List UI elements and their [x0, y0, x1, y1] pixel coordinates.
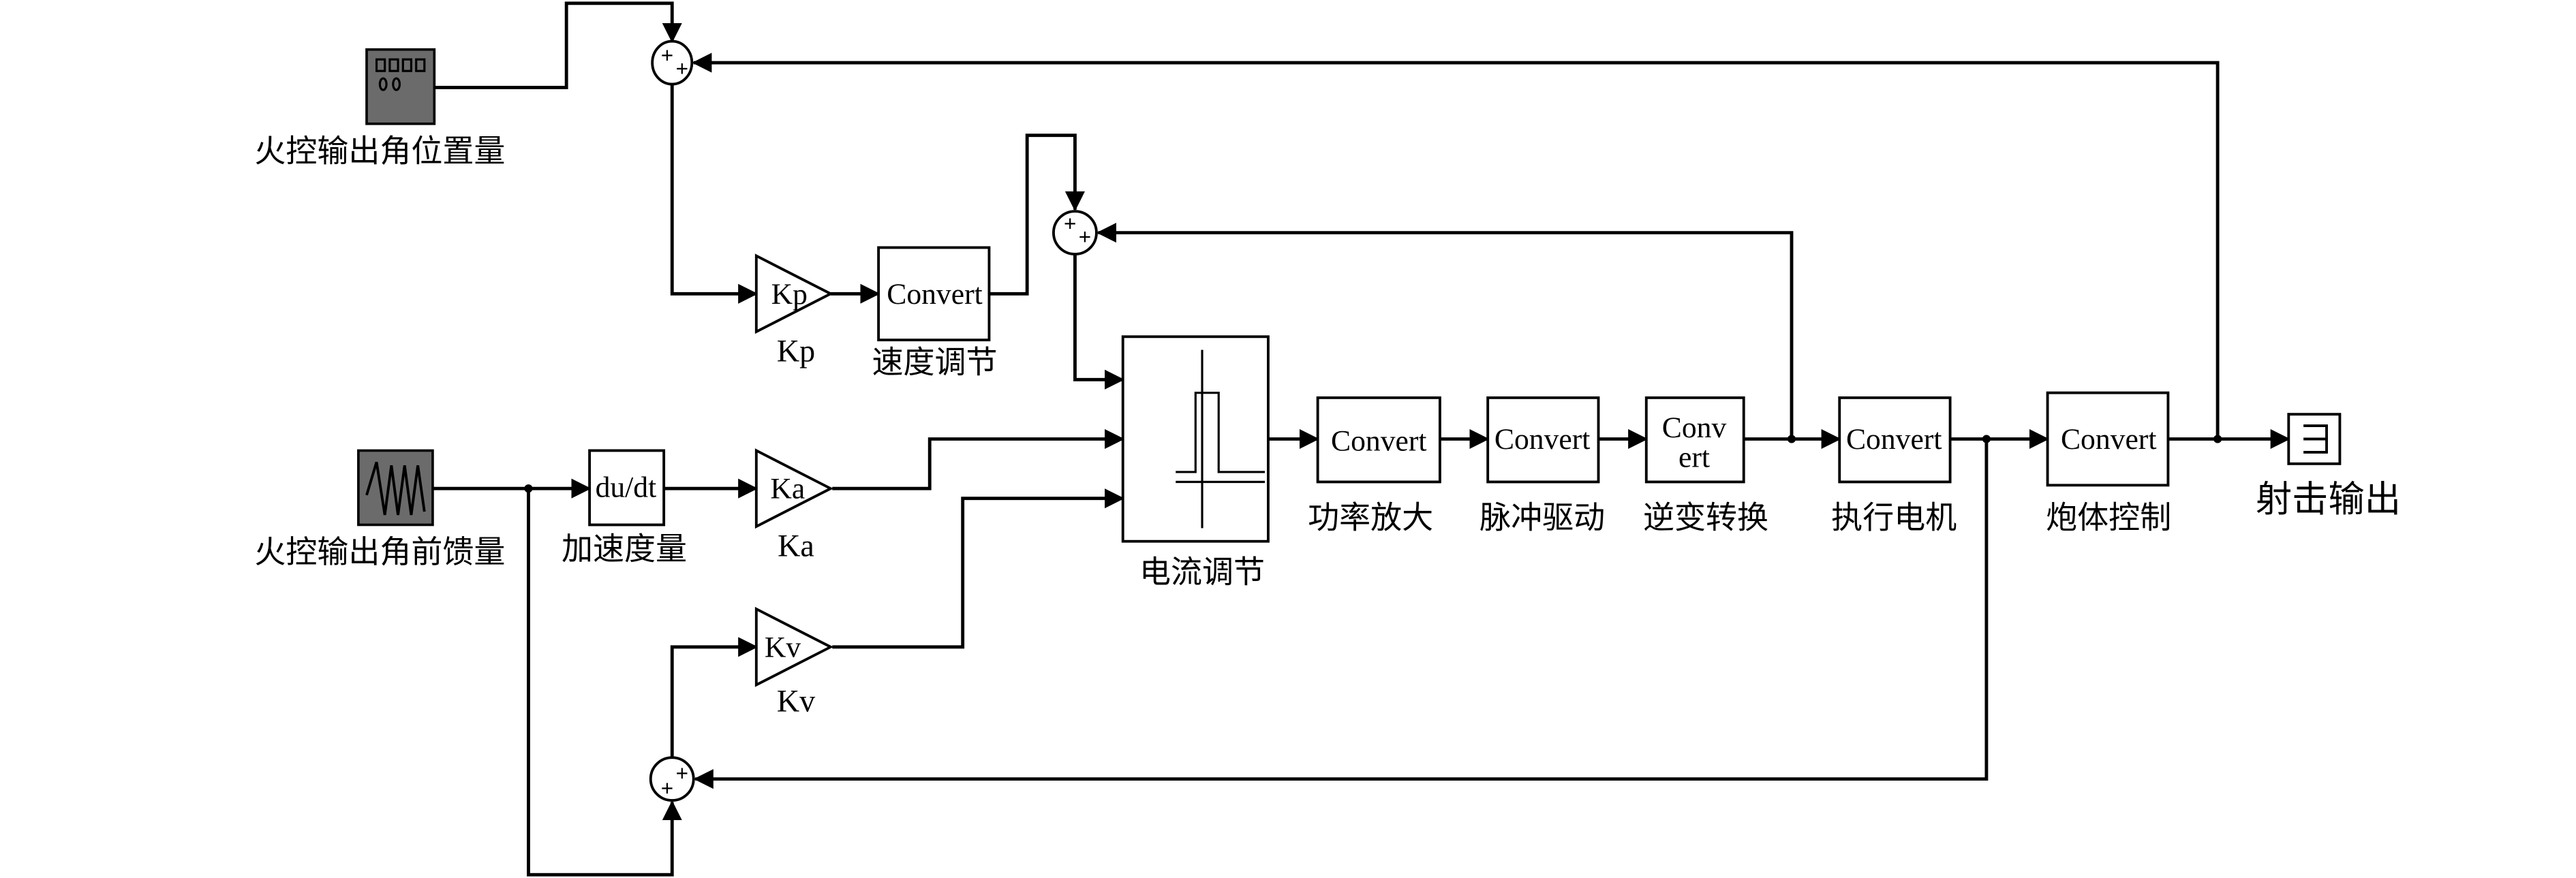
feedforward-source-label: 火控输出角前馈量: [254, 535, 505, 569]
wire-sum3-to-kv: [670, 637, 758, 758]
wire-ka-to-current: [832, 428, 1125, 490]
gun-control-label: 炮体控制: [2046, 500, 2171, 535]
plus-sign: +: [1079, 225, 1091, 249]
plus-sign: +: [661, 776, 673, 800]
gain-kp[interactable]: Kp: [754, 253, 834, 334]
power-amp-text: Convert: [1331, 424, 1427, 457]
wire-feedback-to-sum3: [693, 439, 1989, 789]
pulse-drive-text: Convert: [1494, 423, 1591, 456]
junction-dot: [1982, 435, 1991, 443]
derivative-label: 加速度量: [562, 531, 687, 566]
inverter-text: ert: [1678, 441, 1710, 474]
sum-block-velocity[interactable]: + +: [649, 756, 695, 802]
power-amp-label: 功率放大: [1308, 500, 1433, 535]
feedforward-source-block[interactable]: [357, 449, 434, 527]
motor-block[interactable]: Convert: [1838, 396, 1952, 484]
current-regulator-label: 电流调节: [1139, 554, 1265, 589]
constant-display-icon: [375, 58, 426, 91]
plus-sign: +: [676, 761, 688, 785]
wire-sum1-to-kp: [670, 82, 758, 304]
gain-ka-text: Ka: [770, 473, 805, 505]
pulse-drive-label: 脉冲驱动: [1479, 500, 1605, 535]
current-regulator-block[interactable]: [1121, 335, 1270, 543]
plus-sign: +: [676, 56, 688, 80]
gain-kv-text: Kv: [765, 631, 801, 663]
speed-regulator-label: 速度调节: [872, 345, 997, 380]
relay-hysteresis-icon: [1176, 349, 1266, 529]
speed-regulator-text: Convert: [887, 278, 983, 311]
output-port-label: 射击输出: [2256, 480, 2401, 520]
gain-kp-text: Kp: [771, 278, 808, 311]
inverter-label: 逆变转换: [1643, 500, 1768, 535]
gain-kv[interactable]: Kv: [754, 606, 834, 687]
junction-dot: [2213, 435, 2222, 443]
derivative-text: du/dt: [596, 471, 657, 503]
plus-sign: +: [1064, 211, 1076, 236]
sum-block-speed[interactable]: + +: [1052, 210, 1098, 256]
wire-sum2-to-current: [1073, 254, 1125, 390]
motor-label: 执行电机: [1831, 500, 1957, 535]
wire-kv-to-current: [832, 488, 1125, 649]
wire-position-to-sum1: [434, 1, 682, 89]
inverter-text: Conv: [1662, 411, 1727, 444]
gun-control-block[interactable]: Convert: [2046, 391, 2170, 487]
plus-sign: +: [661, 43, 673, 67]
speed-regulator-block[interactable]: Convert: [877, 246, 991, 342]
gain-kp-label: Kp: [777, 334, 815, 369]
signal-wave-icon: [365, 461, 426, 516]
gun-control-text: Convert: [2061, 423, 2156, 456]
gain-ka-label: Ka: [778, 529, 814, 563]
junction-dot: [524, 484, 533, 493]
power-amp-block[interactable]: Convert: [1316, 396, 1441, 484]
sum-block-position[interactable]: + +: [651, 40, 694, 86]
position-source-label: 火控输出角位置量: [254, 134, 505, 168]
wire-feedback-to-sum2: [1096, 223, 1794, 439]
wire-feedback-to-sum1: [692, 52, 2220, 439]
position-source-block[interactable]: [365, 48, 436, 125]
junction-dot: [1787, 435, 1796, 443]
derivative-block[interactable]: du/dt: [588, 449, 666, 527]
gain-ka[interactable]: Ka: [754, 448, 834, 529]
outport-icon: [2303, 424, 2328, 454]
signal-lines: [432, 1, 2290, 877]
output-port-block[interactable]: [2287, 413, 2342, 465]
inverter-block[interactable]: Conv ert: [1644, 396, 1745, 484]
wire-ff-to-sum3: [527, 488, 682, 877]
wire-speed-to-sum2: [989, 134, 1085, 296]
motor-text: Convert: [1846, 423, 1942, 456]
pulse-drive-block[interactable]: Convert: [1486, 396, 1600, 484]
gain-kv-label: Kv: [777, 683, 816, 718]
